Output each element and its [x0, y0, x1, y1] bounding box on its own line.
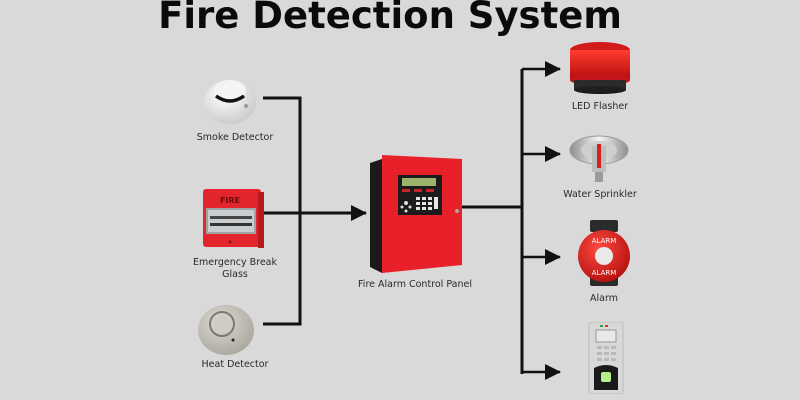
alarm-bell-icon: ALARM ALARM — [578, 220, 630, 286]
diagram-title: Fire Detection System — [158, 0, 622, 37]
alarm-label: Alarm — [590, 293, 618, 304]
smoke-detector-label: Smoke Detector — [196, 132, 274, 143]
break-glass-label-line1: Emergency Break — [193, 257, 277, 268]
water-sprinkler-icon — [569, 135, 629, 182]
water-sprinkler-label: Water Sprinkler — [563, 189, 637, 200]
led-flasher-icon — [570, 42, 630, 94]
access-control-terminal-icon — [588, 322, 624, 394]
alarm-device-text-bottom: ALARM — [592, 269, 617, 277]
fire-alarm-control-panel-icon — [370, 155, 462, 273]
control-panel-label: Fire Alarm Control Panel — [358, 279, 472, 290]
break-glass-label-line2: Glass — [222, 269, 248, 280]
line-heat-detector — [263, 213, 302, 326]
smoke-detector-icon — [204, 80, 256, 124]
heat-detector-icon — [198, 305, 254, 355]
break-glass-icon: FIRE — [203, 189, 264, 248]
break-glass-label: Emergency Break Glass — [180, 257, 290, 281]
break-glass-device-text: FIRE — [220, 196, 240, 205]
led-flasher-label: LED Flasher — [571, 101, 629, 112]
alarm-device-text-top: ALARM — [592, 237, 617, 245]
heat-detector-label: Heat Detector — [201, 359, 269, 370]
line-smoke-detector — [263, 96, 302, 213]
